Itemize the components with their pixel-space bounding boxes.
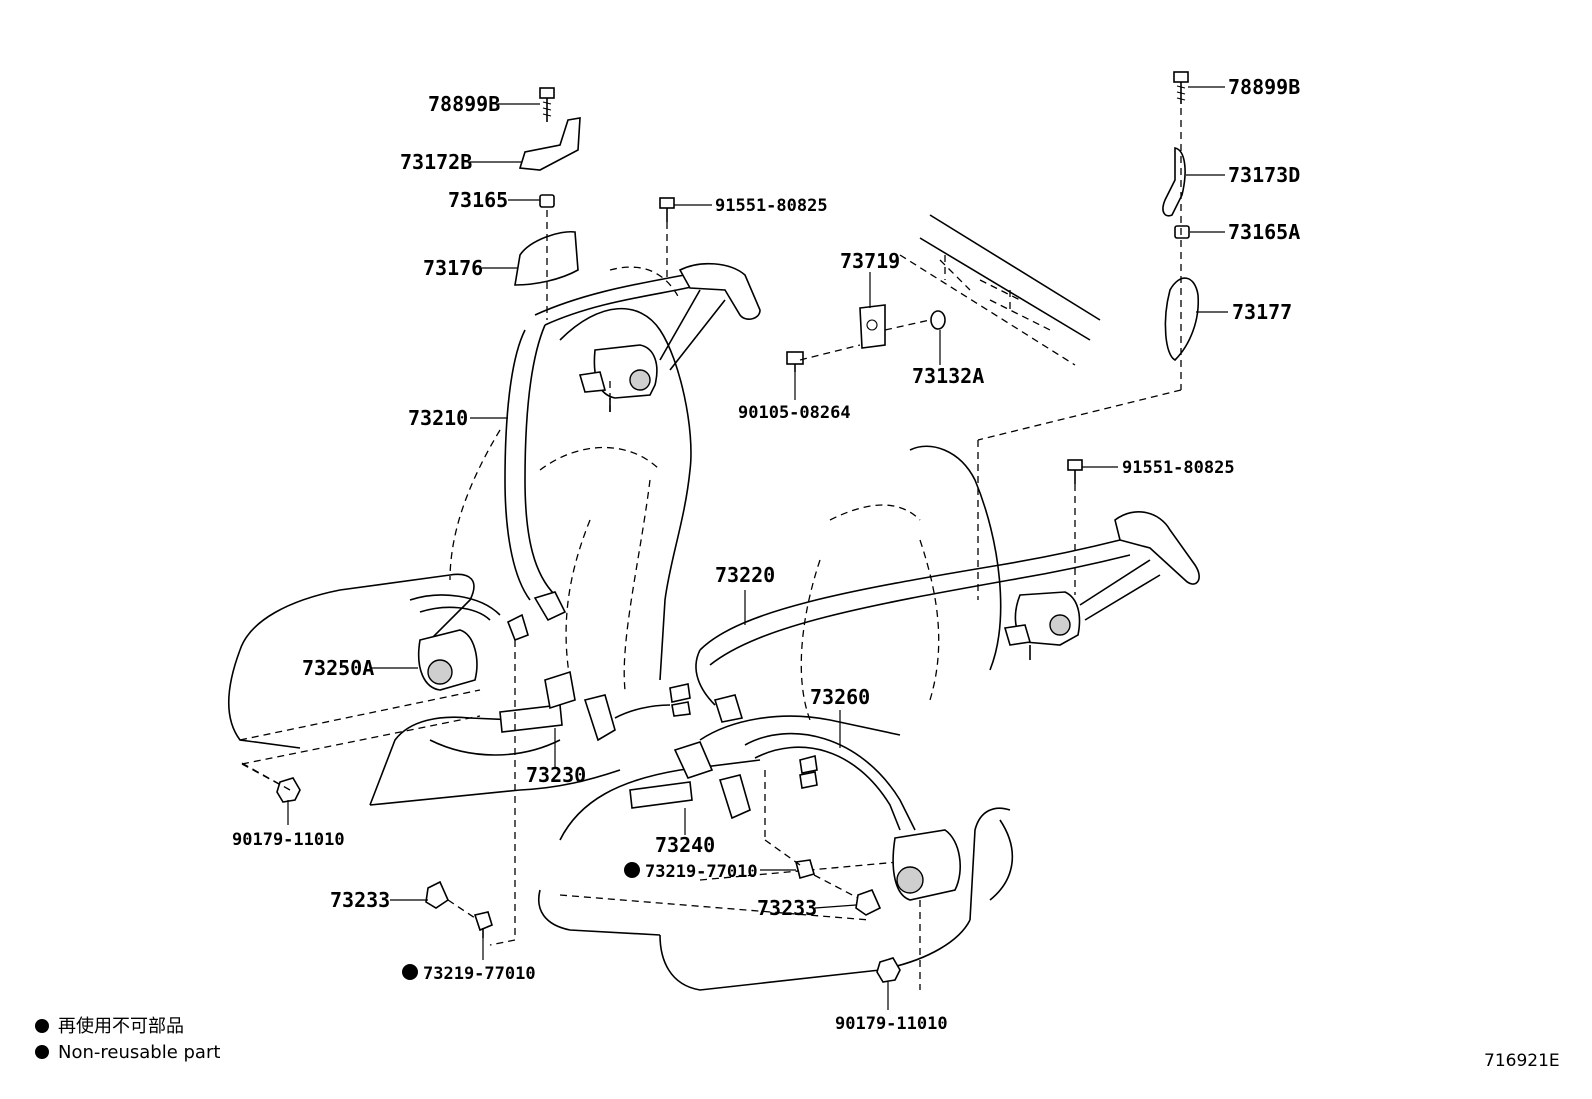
label-78899B-right: 78899B	[1228, 75, 1300, 99]
label-73210: 73210	[408, 406, 468, 430]
nonreusable-marker-bottom	[402, 964, 418, 980]
legend-marker-japanese	[35, 1019, 49, 1033]
label-90179-left: 90179-11010	[232, 830, 345, 850]
label-78899B-left: 78899B	[428, 92, 500, 116]
hardware-parts	[276, 71, 1200, 983]
label-91551-right: 91551-80825	[1122, 458, 1235, 478]
nonreusable-marker-mid	[624, 862, 640, 878]
label-73233-right: 73233	[757, 896, 817, 920]
label-73240: 73240	[655, 833, 715, 857]
label-73172B: 73172B	[400, 150, 472, 174]
label-73132A: 73132A	[912, 364, 984, 388]
label-73177: 73177	[1232, 300, 1292, 324]
label-73220: 73220	[715, 563, 775, 587]
legend-marker-english	[35, 1045, 49, 1059]
part-labels: 78899B 73172B 73165 73176 91551-80825 73…	[232, 75, 1300, 1034]
left-seat-outline	[227, 266, 692, 806]
label-73165A: 73165A	[1228, 220, 1300, 244]
label-73176: 73176	[423, 256, 483, 280]
label-73233-left: 73233	[330, 888, 390, 912]
label-73219-mid: 73219-77010	[645, 862, 758, 882]
label-90105: 90105-08264	[738, 403, 851, 423]
label-91551-top: 91551-80825	[715, 196, 828, 216]
legend-japanese: 再使用不可部品	[58, 1016, 184, 1037]
label-90179-bottom: 90179-11010	[835, 1014, 948, 1034]
vehicle-body-outline	[899, 214, 1101, 366]
label-73173D: 73173D	[1228, 163, 1300, 187]
label-73719: 73719	[840, 249, 900, 273]
legend: 再使用不可部品 Non-reusable part	[35, 1016, 220, 1063]
label-73250A: 73250A	[302, 656, 374, 680]
label-73230: 73230	[526, 763, 586, 787]
left-belt-assembly	[409, 262, 761, 742]
assembly-lines	[239, 108, 1182, 990]
label-73165: 73165	[448, 188, 508, 212]
label-73260: 73260	[810, 685, 870, 709]
label-73219-bottom: 73219-77010	[423, 964, 536, 984]
right-seat-outline	[538, 445, 1014, 991]
legend-english: Non-reusable part	[58, 1042, 220, 1063]
diagram-reference-number: 716921E	[1484, 1051, 1560, 1071]
leader-lines	[287, 86, 1228, 1010]
